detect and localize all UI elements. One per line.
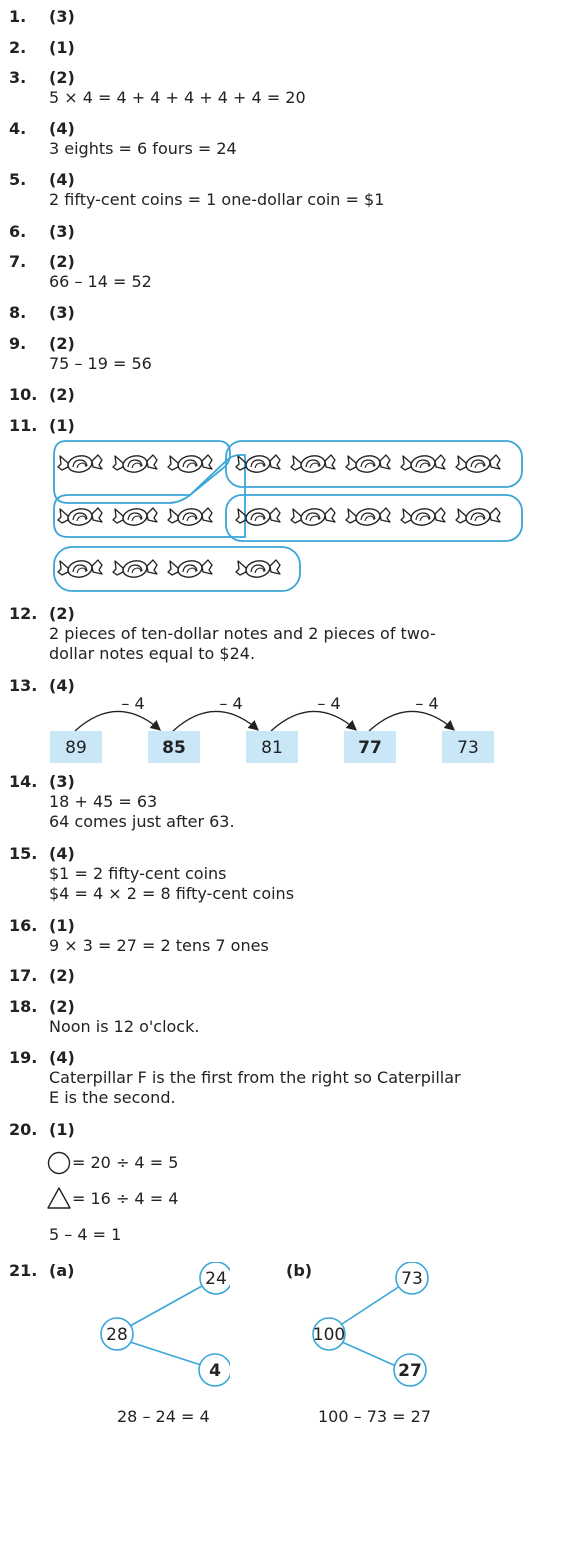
number-box [442,731,494,763]
number-bond-a: 28 24 4 [100,1262,230,1387]
item-number: 15. [9,844,38,863]
bond-part: 73 [401,1269,423,1289]
answer-choice: (4) [49,170,75,189]
bond-equation: 28 – 24 = 4 [117,1407,210,1426]
jump-label: – 4 [415,697,438,713]
working-line: Caterpillar F is the first from the righ… [49,1068,461,1087]
answer-choice: (4) [49,1048,75,1067]
working-line: 5 × 4 = 4 + 4 + 4 + 4 + 4 = 20 [49,88,306,107]
answer-choice: (4) [49,676,75,695]
working-line: $4 = 4 × 2 = 8 fifty-cent coins [49,884,295,903]
item-number: 20. [9,1120,38,1139]
item-number: 8. [9,303,27,322]
item-number: 12. [9,604,38,623]
item-number: 16. [9,916,38,935]
number-box [148,731,200,763]
answer-choice: (1) [49,416,75,435]
answer-choice: (1) [49,1120,75,1139]
item-number: 7. [9,252,27,271]
number-line-figure: – 4 – 4 – 4 – 4 89 85 81 77 73 [50,697,494,763]
number-value: 89 [65,738,87,758]
jump-arrow [270,710,357,732]
answer-choice: (2) [49,334,75,353]
item-number: 18. [9,997,38,1016]
working-line: 2 pieces of ten-dollar notes and 2 piece… [49,624,436,643]
working-line: 18 + 45 = 63 [49,792,158,811]
circle-shape-icon [47,1151,71,1175]
item-number: 17. [9,966,38,985]
answer-choice: (2) [49,252,75,271]
item-number: 14. [9,772,38,791]
item-number: 5. [9,170,27,189]
bond-equation: 100 – 73 = 27 [318,1407,432,1426]
answer-choice: (1) [49,916,75,935]
answer-choice: (2) [49,68,75,87]
jump-label: – 4 [317,697,340,713]
answer-choice: (1) [49,38,75,57]
bond-part: 27 [398,1361,422,1381]
number-value: 77 [358,738,382,758]
working-line: 9 × 3 = 27 = 2 tens 7 ones [49,936,269,955]
answer-choice: (4) [49,119,75,138]
working-line: = 20 ÷ 4 = 5 [72,1153,179,1172]
answer-choice: (2) [49,385,75,404]
answer-choice: (3) [49,222,75,241]
item-number: 1. [9,7,27,26]
triangle-shape-icon [47,1187,71,1209]
working-line: 5 – 4 = 1 [49,1225,122,1244]
bond-part: 24 [205,1269,227,1289]
part-label-b: (b) [286,1261,313,1280]
candy-icons [57,453,501,580]
item-number: 11. [9,416,38,435]
working-line: = 16 ÷ 4 = 4 [72,1189,179,1208]
item-number: 13. [9,676,38,695]
working-line: $1 = 2 fifty-cent coins [49,864,227,883]
item-number: 3. [9,68,27,87]
item-number: 4. [9,119,27,138]
group-outline [53,440,231,504]
item-number: 2. [9,38,27,57]
number-bond-b: 100 73 27 [312,1262,429,1387]
number-value: 81 [261,738,283,758]
jump-label: – 4 [121,697,144,713]
group-outline [53,546,301,592]
group-outline [53,454,246,538]
number-box [344,731,396,763]
answer-choice: (4) [49,844,75,863]
group-outline [225,440,523,488]
number-box [246,731,298,763]
item-number: 21. [9,1261,38,1280]
working-line: 64 comes just after 63. [49,812,235,831]
jump-label: – 4 [219,697,242,713]
answer-choice: (2) [49,604,75,623]
bond-part: 4 [209,1361,221,1381]
item-number: 10. [9,385,38,404]
candy-grouping-figure [53,440,523,592]
number-value: 85 [162,738,186,758]
answer-choice: (3) [49,303,75,322]
bond-whole: 28 [106,1325,128,1345]
jump-arrow [172,710,259,732]
working-line: Noon is 12 o'clock. [49,1017,200,1036]
item-number: 6. [9,222,27,241]
working-line: 2 fifty-cent coins = 1 one-dollar coin =… [49,190,385,209]
jump-arrow [74,710,161,732]
answer-choice: (2) [49,966,75,985]
group-outline [225,494,523,542]
answer-choice: (3) [49,772,75,791]
number-box [50,731,102,763]
working-line: E is the second. [49,1088,176,1107]
item-number: 9. [9,334,27,353]
part-label-a: (a) [49,1261,75,1280]
answer-choice: (3) [49,7,75,26]
number-value: 73 [457,738,479,758]
working-line: 66 – 14 = 52 [49,272,152,291]
answer-choice: (2) [49,997,75,1016]
working-line: dollar notes equal to $24. [49,644,256,663]
working-line: 3 eights = 6 fours = 24 [49,139,237,158]
working-line: 75 – 19 = 56 [49,354,152,373]
item-number: 19. [9,1048,38,1067]
bond-whole: 100 [313,1325,345,1345]
jump-arrow [368,710,455,732]
